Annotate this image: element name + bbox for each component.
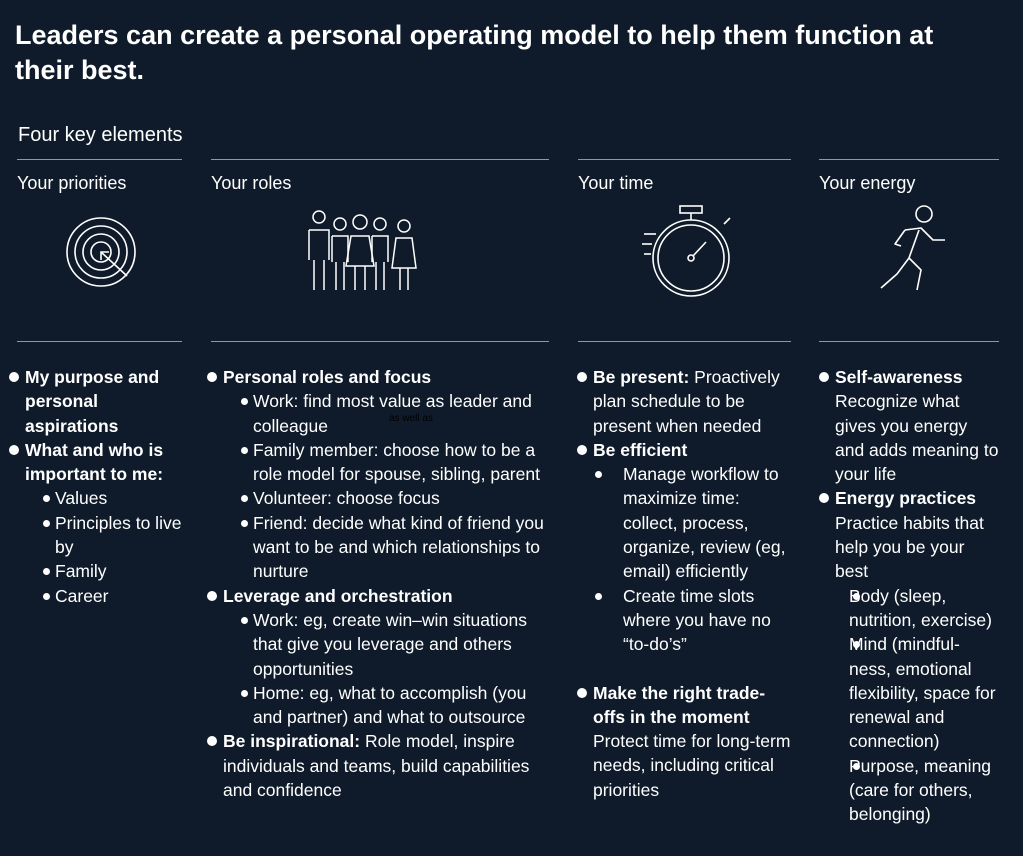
people-group-icon — [308, 210, 417, 290]
sub-item: Friend: decide what kind of friend you w… — [223, 511, 549, 584]
target-icon — [66, 217, 136, 287]
item-heading: My purpose and personal aspirations — [25, 367, 160, 436]
section-subtitle: Four key elements — [18, 124, 183, 146]
top-divider — [211, 159, 549, 160]
list-item: Leverage and orchestration Work: eg, cre… — [205, 584, 549, 730]
item-text: Recognize what gives you energy and adds… — [835, 391, 999, 485]
column-title: Your time — [578, 173, 654, 193]
column-content: My purpose and personal aspirations What… — [7, 365, 182, 608]
top-divider — [17, 159, 182, 160]
list-item: Make the right trade-offs in the moment … — [575, 681, 791, 802]
mid-divider — [17, 341, 182, 342]
sub-item: Career — [25, 584, 182, 608]
top-divider — [578, 159, 791, 160]
stopwatch-icon — [642, 205, 731, 297]
column-content: Be present: Proactively plan schedule to… — [575, 365, 791, 802]
list-item: Self-awareness Recognize what gives you … — [817, 365, 999, 486]
page-title: Leaders can create a personal operating … — [15, 20, 934, 85]
icon-area — [819, 202, 999, 322]
mid-divider — [578, 341, 791, 342]
column-roles: Your roles Personal roles and focus Work… — [207, 159, 549, 802]
sub-item: Home: eg, what to accomplish (you and pa… — [223, 681, 549, 730]
icon-area — [578, 202, 791, 322]
column-content: Self-awareness Recognize what gives you … — [817, 365, 999, 827]
item-text: Proactively plan schedule to be present … — [593, 367, 780, 436]
running-person-icon — [880, 205, 945, 291]
item-heading: Leverage and orchestration — [223, 585, 453, 606]
list-item: Be inspirational: Role model, inspire in… — [205, 729, 549, 802]
mid-divider — [819, 341, 999, 342]
column-time: Your time Be present: Proactively plan s… — [575, 159, 791, 802]
sub-item: Values — [25, 486, 182, 510]
top-divider — [819, 159, 999, 160]
list-item: Personal roles and focus Work: find most… — [205, 365, 549, 584]
list-item: Be efficient Manage workflow to maximize… — [575, 438, 791, 657]
item-heading: Be efficient — [593, 439, 688, 460]
mid-divider — [211, 341, 549, 342]
item-heading: Make the right trade-offs in the moment — [593, 682, 766, 727]
sub-item: Family — [25, 559, 182, 583]
item-heading: Energy practices — [835, 488, 977, 509]
sub-item: Mind (mindful-ness, emotional flexibilit… — [835, 632, 999, 753]
column-title: Your roles — [211, 173, 292, 193]
list-item: What and who is important to me: Values … — [7, 438, 182, 608]
column-content: Personal roles and focus Work: find most… — [205, 365, 549, 802]
sub-item: Work: find most value as leader and coll… — [223, 389, 549, 438]
sub-item: Volunteer: choose focus — [223, 486, 549, 510]
item-heading: What and who is important to me: — [25, 439, 164, 485]
item-text: Practice habits that help you be your be… — [835, 512, 984, 582]
column-energy: Your energy Self-awareness Recognize wha… — [819, 159, 999, 827]
list-item: My purpose and personal aspirations — [7, 365, 182, 438]
sub-item: Purpose, meaning (care for others, belon… — [835, 754, 999, 827]
item-heading: Personal roles and focus — [223, 367, 432, 387]
item-text: Protect time for long-term needs, includ… — [593, 731, 791, 800]
stray-text: as well as — [389, 413, 433, 424]
sub-item: Manage workflow to maximize time: collec… — [593, 462, 791, 583]
sub-item: Create time slots where you have no “to-… — [593, 584, 791, 657]
item-heading: Be inspirational: — [223, 731, 361, 752]
item-heading: Self-awareness — [835, 367, 963, 387]
list-item: Be present: Proactively plan schedule to… — [575, 365, 791, 438]
sub-item: Body (sleep, nutrition, exercise) — [835, 584, 999, 633]
column-title: Your energy — [819, 173, 916, 193]
sub-item: Work: eg, create win–win situations that… — [223, 608, 549, 681]
list-item: Energy practices Practice habits that he… — [817, 486, 999, 826]
sub-item: Principles to live by — [25, 511, 182, 560]
icon-area — [17, 202, 182, 322]
item-text: Role model, inspire individuals and team… — [223, 731, 530, 801]
sub-item: Family member: choose how to be a role m… — [223, 438, 549, 487]
column-priorities: Your priorities My purpose and personal … — [9, 159, 182, 608]
item-heading: Be present: — [593, 367, 690, 387]
icon-area — [211, 202, 549, 322]
column-title: Your priorities — [17, 173, 127, 193]
